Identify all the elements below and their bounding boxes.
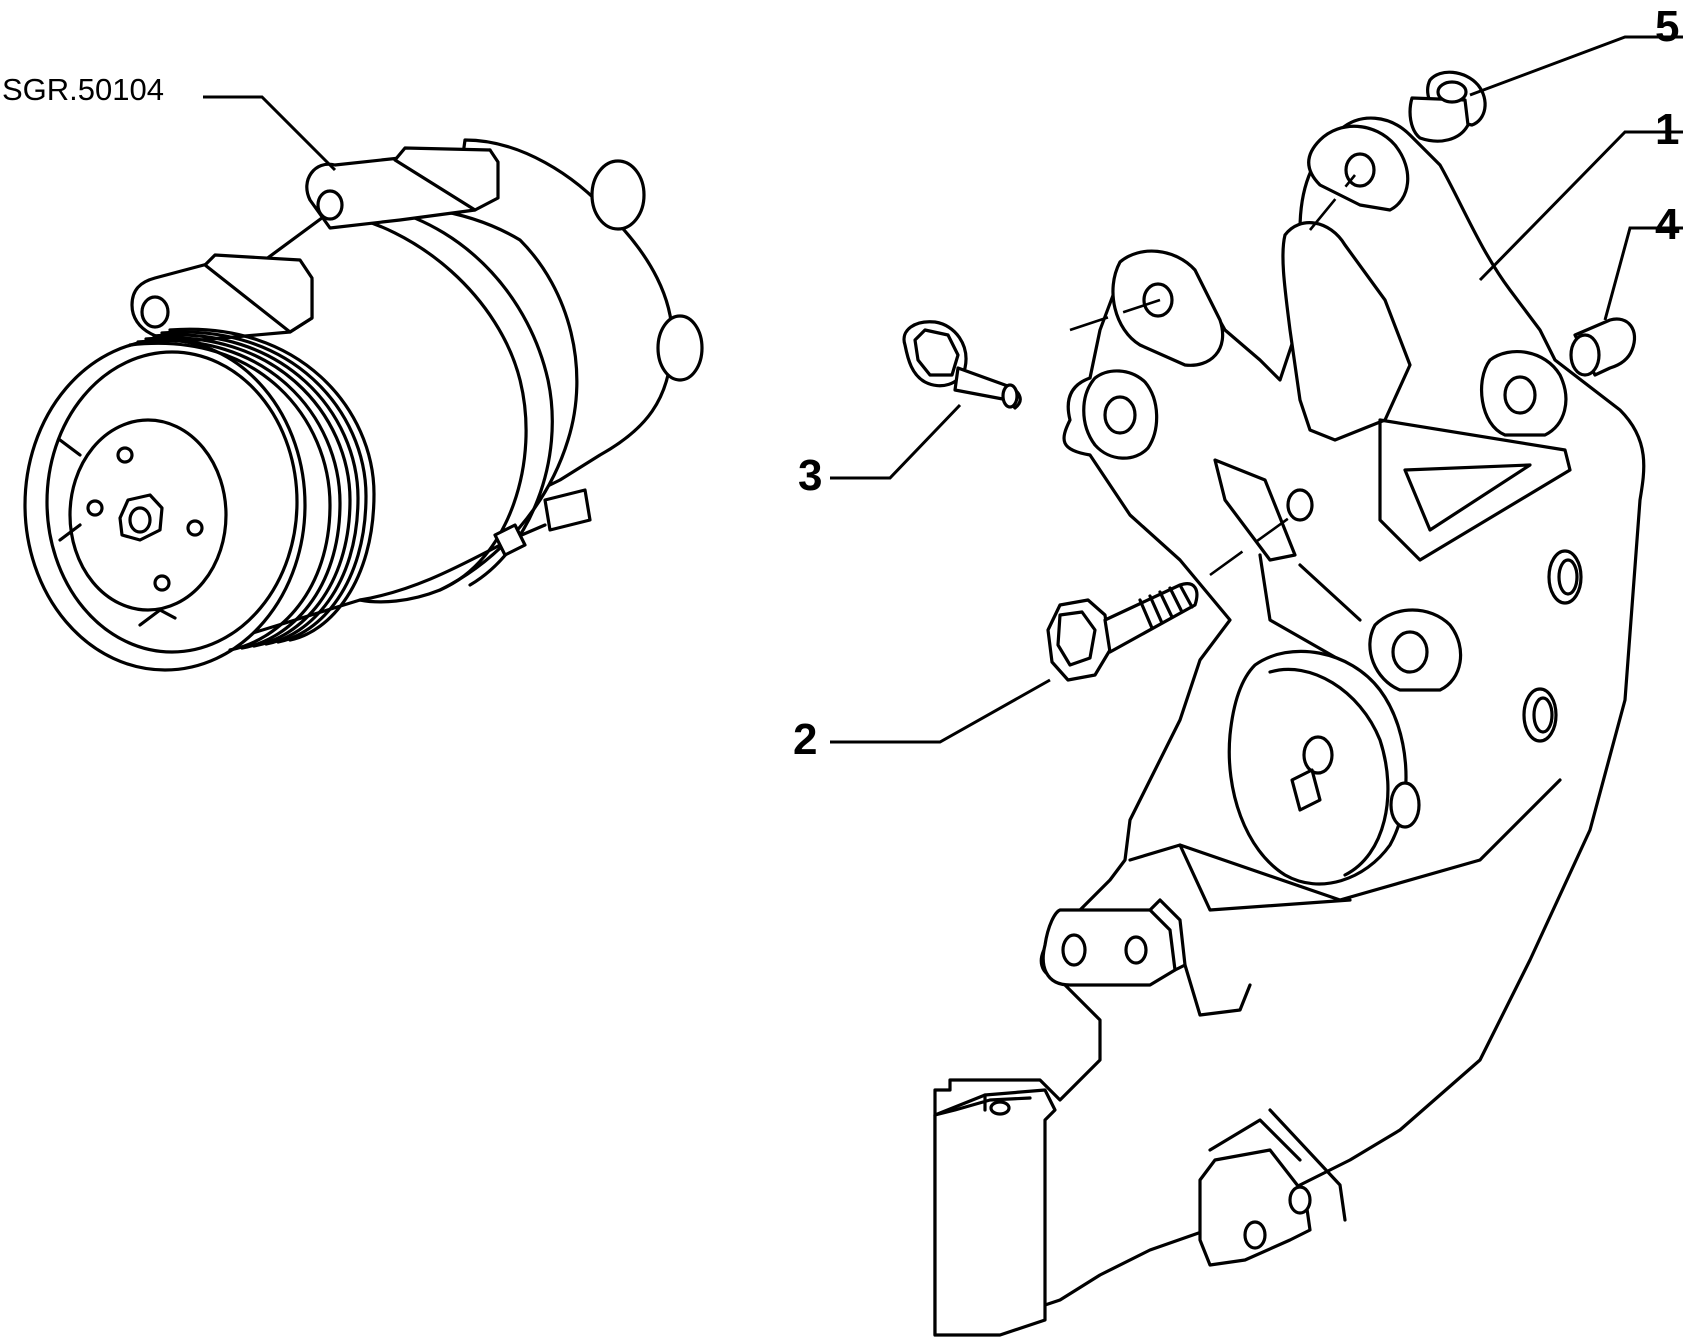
bracket-foot-left — [933, 1088, 1057, 1337]
assembly-axis-lines — [1069, 174, 1357, 577]
leader-3 — [830, 403, 962, 480]
left-lobe-hole — [1103, 395, 1137, 435]
bracket-center-rib — [1258, 553, 1362, 662]
leader-ref — [203, 95, 337, 172]
clutch-hole-1 — [116, 446, 134, 464]
callout-3: 3 — [798, 451, 823, 500]
lug-hole-top — [316, 189, 344, 221]
mounting-bracket — [933, 116, 1646, 1337]
foot-right-hole-2 — [1243, 1220, 1267, 1250]
rear-housing-boss-top — [590, 159, 646, 231]
callout-1: 1 — [1655, 105, 1680, 154]
hub-shaft — [128, 506, 152, 534]
axis-short-bolt — [1069, 298, 1161, 332]
mounting-lug-top-block — [393, 146, 500, 212]
bracket-center-hole — [1286, 488, 1314, 522]
clutch-hole-2 — [86, 499, 104, 517]
bottom-fitting — [543, 488, 592, 532]
clutch-slot-bottom — [138, 608, 177, 627]
body-front-rim — [328, 210, 528, 592]
ac-compressor — [23, 138, 704, 672]
flanged-sleeve — [1408, 70, 1487, 143]
leader-5 — [1469, 35, 1683, 97]
bracket-hole-right-1-inner — [1557, 558, 1579, 596]
leader-4 — [1603, 226, 1683, 321]
axis-sleeve-to-top-ear — [1308, 174, 1357, 231]
clutch-hole-3 — [186, 519, 204, 537]
bolt-short-tip — [1001, 383, 1019, 409]
pulley-rim — [45, 350, 299, 654]
bolt-long-head-face — [1056, 610, 1097, 667]
foot-left-top — [933, 1093, 1032, 1117]
tensioner-rim — [1268, 667, 1390, 877]
reference-label: SGR.50104 — [2, 72, 164, 107]
lower-tab-side — [1148, 898, 1187, 972]
bracket-center-window — [1213, 458, 1297, 562]
right-ear-hole — [1503, 375, 1537, 415]
lug-hole-left — [140, 295, 170, 329]
mounting-lug-left-block — [203, 253, 314, 334]
sleeve-bore — [1436, 80, 1468, 104]
tensioner-boss — [1389, 781, 1421, 829]
rear-housing-boss-bottom — [656, 314, 704, 382]
axis-long-bolt — [1209, 508, 1301, 577]
foot-left-hole — [989, 1100, 1011, 1116]
bushing-face — [1569, 333, 1601, 377]
bracket-lower-web — [1183, 963, 1252, 1017]
wire-connector — [493, 523, 527, 557]
clutch-hole-4 — [153, 574, 171, 592]
callout-5: 5 — [1655, 2, 1680, 51]
tensioner-center-hole — [1302, 735, 1334, 775]
bracket-rib-window-inner — [1403, 463, 1532, 532]
bracket-hole-right-2-inner — [1532, 696, 1554, 734]
lower-tab-hole-2 — [1124, 935, 1148, 965]
callout-4: 4 — [1655, 200, 1680, 249]
pulley-grooves — [128, 327, 376, 652]
mid-ear-hole — [1391, 630, 1429, 674]
leader-2 — [830, 678, 1051, 744]
callout-2: 2 — [793, 715, 818, 764]
bracket-rib-window — [1378, 418, 1572, 562]
bolt-short — [902, 320, 1022, 410]
bushing — [1569, 317, 1637, 377]
bolt-short-head — [913, 328, 960, 377]
leader-1 — [1478, 130, 1683, 282]
bolt-long-threads — [1138, 583, 1194, 630]
bracket-slot — [1281, 221, 1412, 442]
foot-right-fin — [1208, 1108, 1347, 1222]
tensioner-square-key — [1290, 768, 1322, 812]
clutch-slot-left — [58, 438, 82, 542]
bolt-long — [1046, 582, 1199, 682]
bracket-lower-rib — [1128, 778, 1562, 912]
lower-tab-hole-1 — [1061, 933, 1087, 967]
bracket-foot-right — [1198, 1148, 1312, 1267]
leader-lines — [203, 35, 1683, 744]
sleeve-body — [1408, 96, 1470, 143]
foot-right-hole-1 — [1288, 1185, 1312, 1215]
